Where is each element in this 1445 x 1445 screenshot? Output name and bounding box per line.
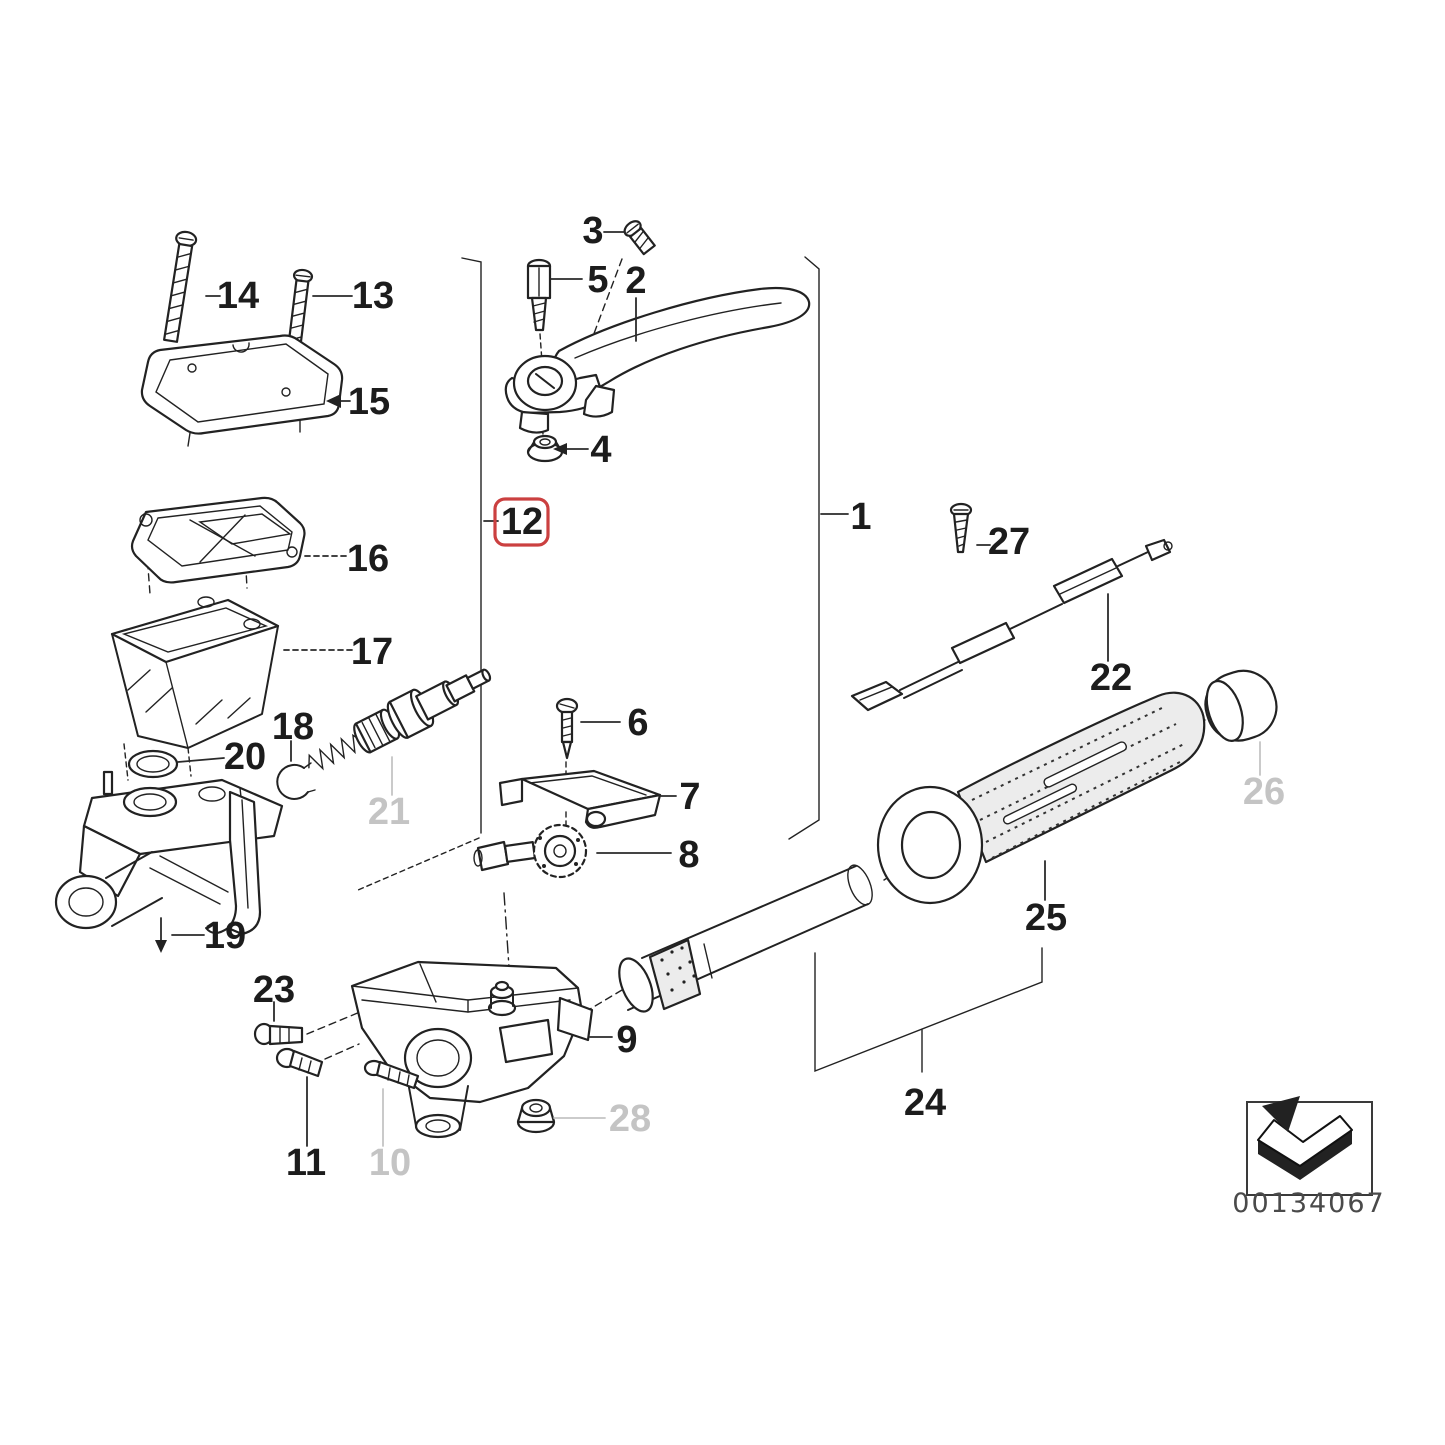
part-2-hand-lever-drawing [504, 286, 811, 434]
callout-4[interactable]: 4 [590, 429, 611, 471]
callout-26-ghosted[interactable]: 26 [1243, 771, 1285, 813]
callout-18[interactable]: 18 [272, 706, 314, 748]
callout-3[interactable]: 3 [582, 210, 603, 252]
callout-24[interactable]: 24 [904, 1082, 946, 1124]
callout-10-ghosted[interactable]: 10 [369, 1142, 411, 1184]
highlight-box-12 [493, 497, 550, 547]
part-23-bolt-drawing [253, 1022, 304, 1046]
part-22-cable-drawing [850, 538, 1173, 712]
part-5-bolt-drawing [526, 258, 552, 332]
callout-6[interactable]: 6 [627, 702, 648, 744]
return-arrow-icon [1257, 1096, 1353, 1180]
part-28-cap-nut-drawing [516, 1098, 556, 1134]
callout-8[interactable]: 8 [678, 834, 699, 876]
part-10-bolt-drawing [363, 1059, 420, 1090]
part-9-switch-housing-drawing [350, 960, 594, 1139]
part-15-reservoir-cover-drawing [140, 334, 344, 447]
callout-5[interactable]: 5 [587, 259, 608, 301]
part-26-bushing-drawing [1204, 669, 1278, 742]
callout-1[interactable]: 1 [850, 496, 871, 538]
callout-17[interactable]: 17 [351, 631, 393, 673]
callout-28-ghosted[interactable]: 28 [609, 1098, 651, 1140]
callout-7[interactable]: 7 [679, 776, 700, 818]
group-bracket-part-12 [357, 257, 482, 891]
part-19-master-cylinder-drawing [54, 770, 284, 936]
part-21-piston-assembly-drawing [308, 668, 492, 771]
callout-16[interactable]: 16 [347, 538, 389, 580]
callout-21-ghosted[interactable]: 21 [368, 791, 410, 833]
part-27-screw-drawing [949, 502, 973, 554]
part-14-screw-drawing [163, 230, 198, 343]
callout-23[interactable]: 23 [253, 969, 295, 1011]
callout-12-label: 12 [501, 501, 543, 543]
callout-20[interactable]: 20 [224, 736, 266, 778]
callout-14[interactable]: 14 [217, 275, 259, 317]
image-code: 00134067 [1232, 1188, 1385, 1219]
callout-19[interactable]: 19 [204, 915, 246, 957]
part-6-screw-drawing [555, 697, 579, 760]
part-8-switch-drawing [473, 823, 588, 879]
part-16-diaphragm-plate-drawing [130, 496, 306, 584]
callout-12-highlighted[interactable]: 12 [493, 497, 550, 547]
part-20-o-ring-drawing [127, 749, 179, 779]
group-bracket-part-24 [814, 947, 1043, 1073]
callout-15[interactable]: 15 [348, 381, 390, 423]
part-25-grip-drawing [876, 691, 1206, 905]
part-11-bolt-drawing [275, 1047, 324, 1078]
part-17-reservoir-drawing [110, 596, 280, 749]
callout-13[interactable]: 13 [352, 275, 394, 317]
footer-stamp: 00134067 [1232, 1096, 1385, 1219]
callout-25[interactable]: 25 [1025, 897, 1067, 939]
callout-11[interactable]: 11 [286, 1142, 326, 1184]
group-bracket-part-1 [788, 256, 820, 840]
part-18-circlip-drawing [276, 762, 316, 800]
part-24-throttle-tube-drawing [618, 864, 873, 1013]
leader-lines [155, 231, 1261, 1147]
part-7-bracket-plate-drawing [498, 769, 662, 829]
callout-27[interactable]: 27 [988, 521, 1030, 563]
callout-labels: 14 13 15 16 17 18 20 21 19 23 11 10 12 1… [204, 210, 1285, 1184]
callout-22[interactable]: 22 [1090, 657, 1132, 699]
part-3-screw-drawing [623, 220, 656, 256]
callout-9[interactable]: 9 [616, 1019, 637, 1061]
callout-2[interactable]: 2 [625, 260, 646, 302]
